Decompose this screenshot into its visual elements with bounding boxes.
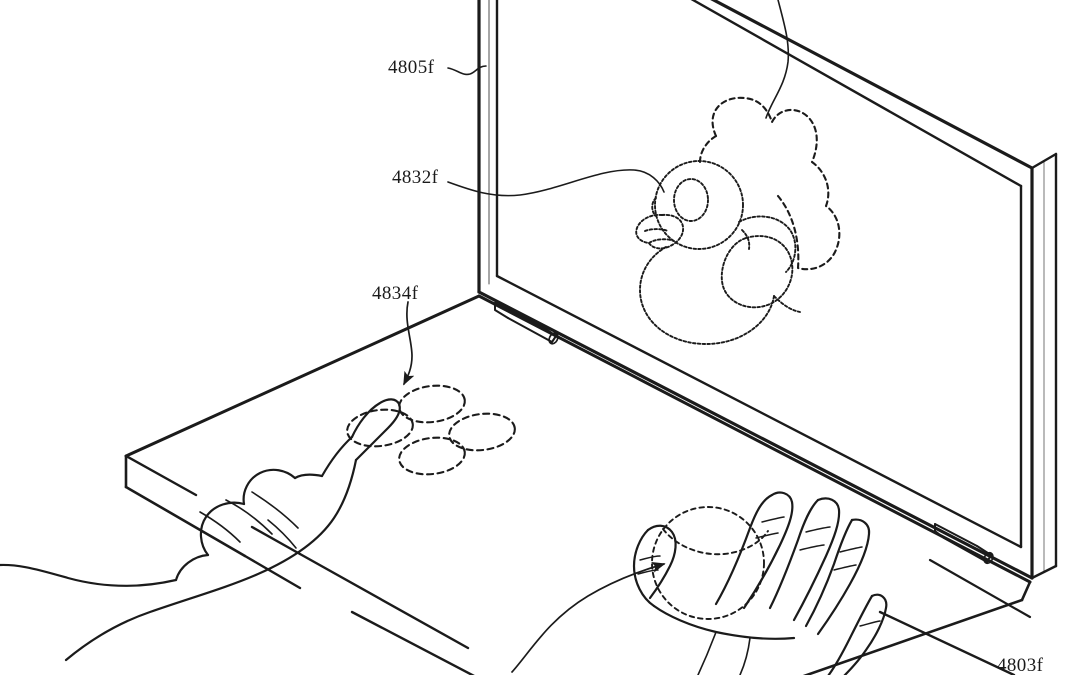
right-hand — [632, 491, 888, 675]
leader-4832f — [447, 169, 665, 197]
leader-4834f — [403, 301, 415, 386]
reference-label-4805f: 4805f — [388, 57, 435, 78]
leader-4805f — [447, 65, 487, 76]
reference-label-4803f: 4803f — [997, 655, 1044, 676]
reference-label-4834f: 4834f — [372, 283, 419, 304]
upper-display-panel — [477, 0, 1058, 580]
leader-top-to-duck — [765, 0, 790, 119]
left-hand — [0, 398, 401, 662]
holographic-duck-body — [635, 160, 801, 345]
hinge-cylinder-left — [494, 302, 559, 345]
dashed-ellipse-cluster — [346, 384, 516, 476]
reference-label-4832f: 4832f — [392, 167, 439, 188]
lower-touch-surface — [124, 294, 1032, 675]
holographic-duck — [698, 96, 841, 271]
leader-to-sphere — [511, 562, 666, 673]
